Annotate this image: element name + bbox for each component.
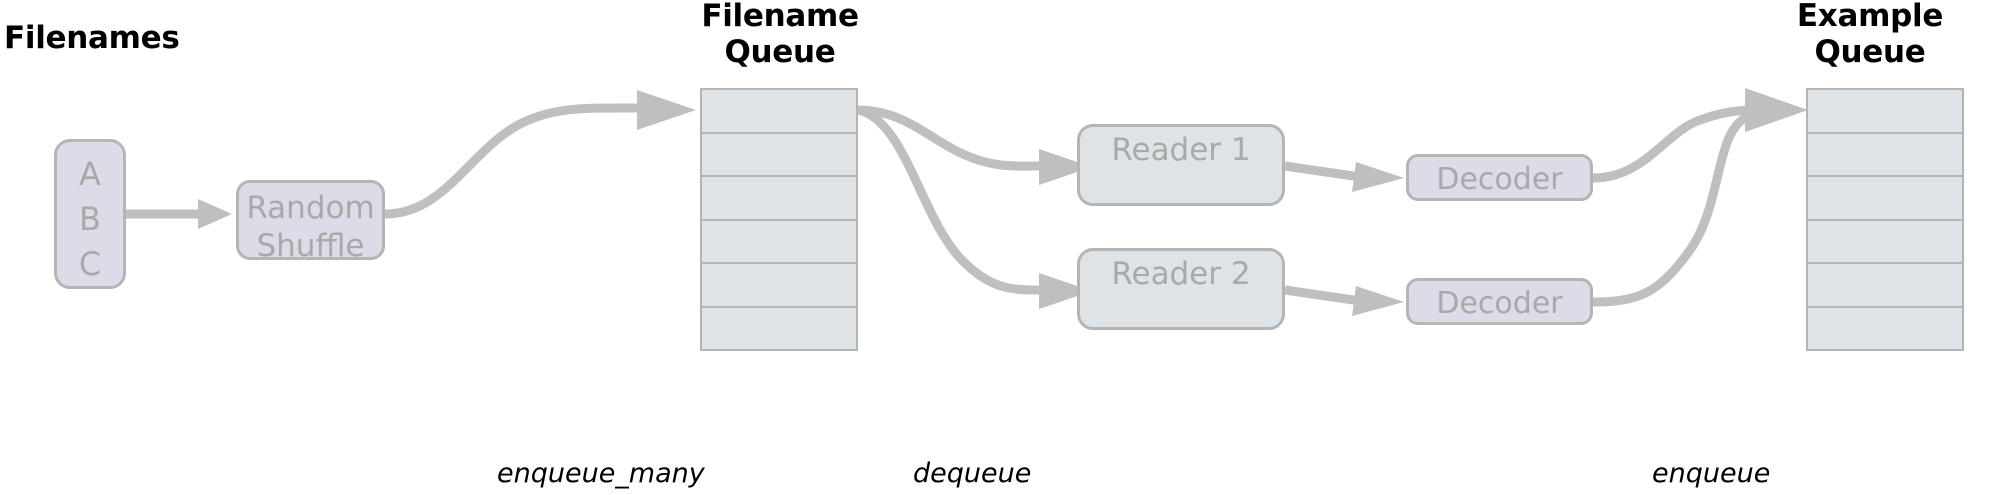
queue-example[interactable] <box>1806 88 1964 351</box>
page-title-filename-queue: Filename Queue <box>701 0 859 70</box>
queue-cell <box>1806 305 1964 351</box>
queue-cell <box>700 175 858 221</box>
operation-label-enqueue-many: enqueue_many <box>497 458 705 489</box>
queue-cell <box>700 88 858 134</box>
edge-queue-to-reader-2 <box>856 105 1092 309</box>
queue-filename[interactable] <box>700 88 858 351</box>
queue-cell <box>1806 218 1964 264</box>
edge-reader-2-to-decoder-2 <box>1284 285 1404 316</box>
node-decoder-2[interactable]: Decoder <box>1406 278 1593 325</box>
operation-label-enqueue: enqueue <box>1652 458 1771 489</box>
node-filenames-abc[interactable]: A B C <box>54 139 126 289</box>
edge-filenames-to-shuffle <box>126 199 232 229</box>
queue-cell <box>700 218 858 264</box>
node-reader-2[interactable]: Reader 2 <box>1077 248 1285 330</box>
operation-label-dequeue: dequeue <box>913 458 1032 489</box>
edge-decoder-1-to-example-queue <box>1592 105 1761 183</box>
node-reader-1[interactable]: Reader 1 <box>1077 124 1285 206</box>
queue-cell <box>1806 88 1964 134</box>
edge-shuffle-to-filename-queue <box>384 90 696 219</box>
edge-reader-1-to-decoder-1 <box>1284 161 1404 192</box>
queue-cell <box>1806 262 1964 308</box>
queue-cell <box>1806 175 1964 221</box>
page-title-filenames: Filenames <box>4 20 180 56</box>
queue-cell <box>700 131 858 177</box>
queue-cell <box>700 305 858 351</box>
edge-queue-to-reader-1 <box>857 105 1092 185</box>
page-title-example-queue: Example Queue <box>1796 0 1944 70</box>
edge-decoder-2-to-example-queue <box>1592 88 1808 307</box>
node-decoder-1[interactable]: Decoder <box>1406 154 1593 201</box>
node-random-shuffle[interactable]: Random Shuffle <box>236 180 385 264</box>
queue-cell <box>1806 131 1964 177</box>
queue-cell <box>700 262 858 308</box>
